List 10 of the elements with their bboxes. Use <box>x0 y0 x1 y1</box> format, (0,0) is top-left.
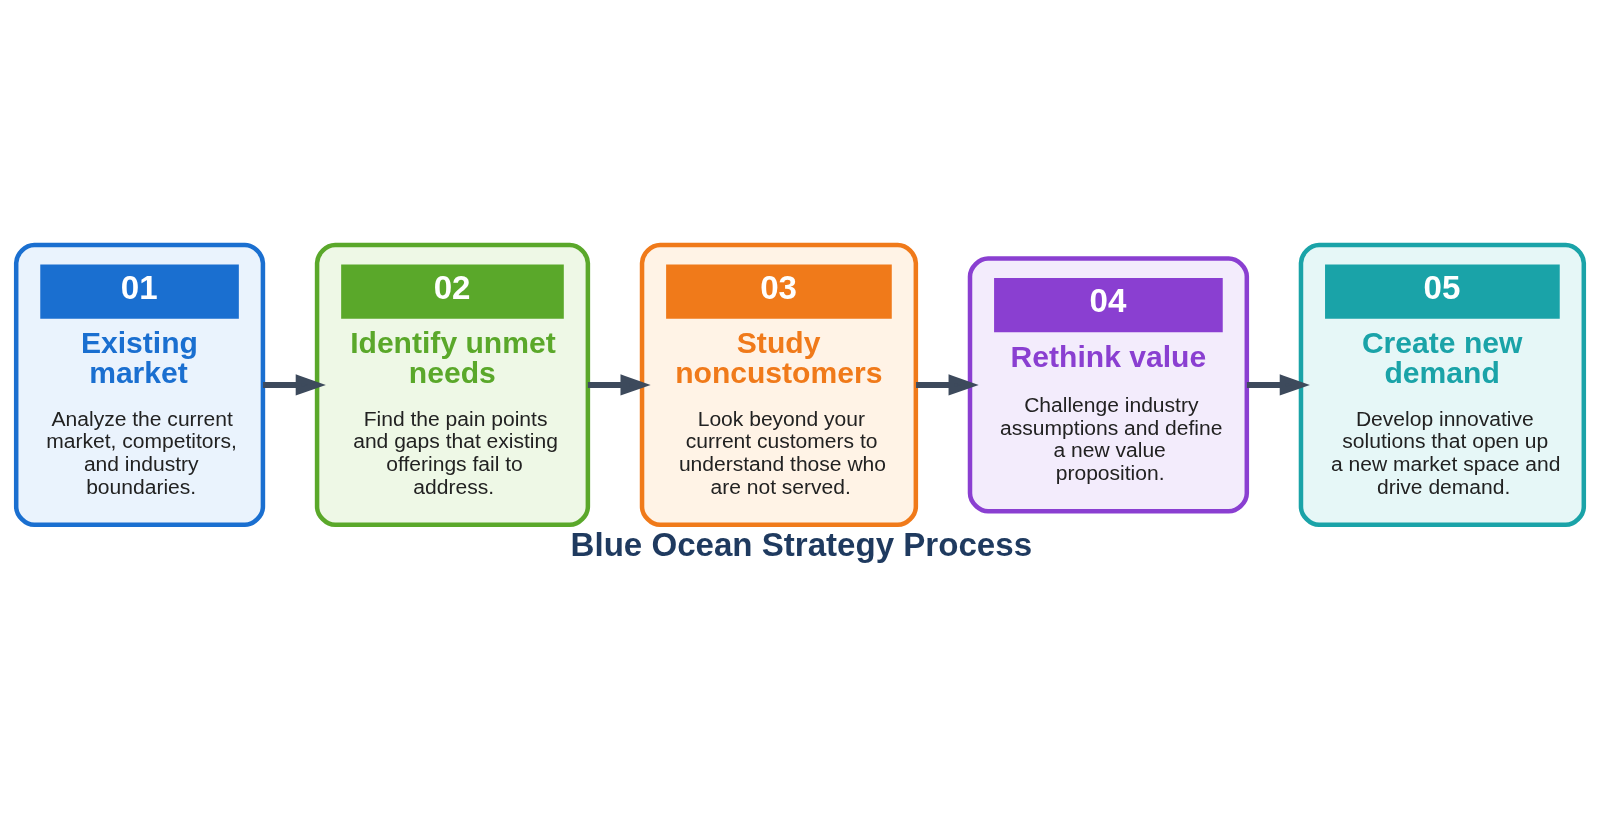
arrow <box>916 373 979 395</box>
arrow <box>263 373 326 395</box>
node-box: 04 Rethink value Challenge industry assumptions and define a new value proposition. <box>967 255 1250 514</box>
caption: Blue Ocean Strategy Process <box>570 525 1033 563</box>
arrow <box>587 373 651 395</box>
node-box: 05 Create new demand Develop innovative solutions that open up a new market space and drive demand. <box>1298 242 1587 527</box>
node-box: 01 Existing market Analyze the current market, competitors, and industry boundaries. <box>13 242 266 527</box>
arrow <box>1246 373 1310 395</box>
node-box: 03 Study noncustomers Look beyond your current customers to understand those who are not served. <box>639 242 919 527</box>
node-box: 02 Identify unmet needs Find the pain points and gaps that existing offerings fail to address. <box>314 242 591 527</box>
